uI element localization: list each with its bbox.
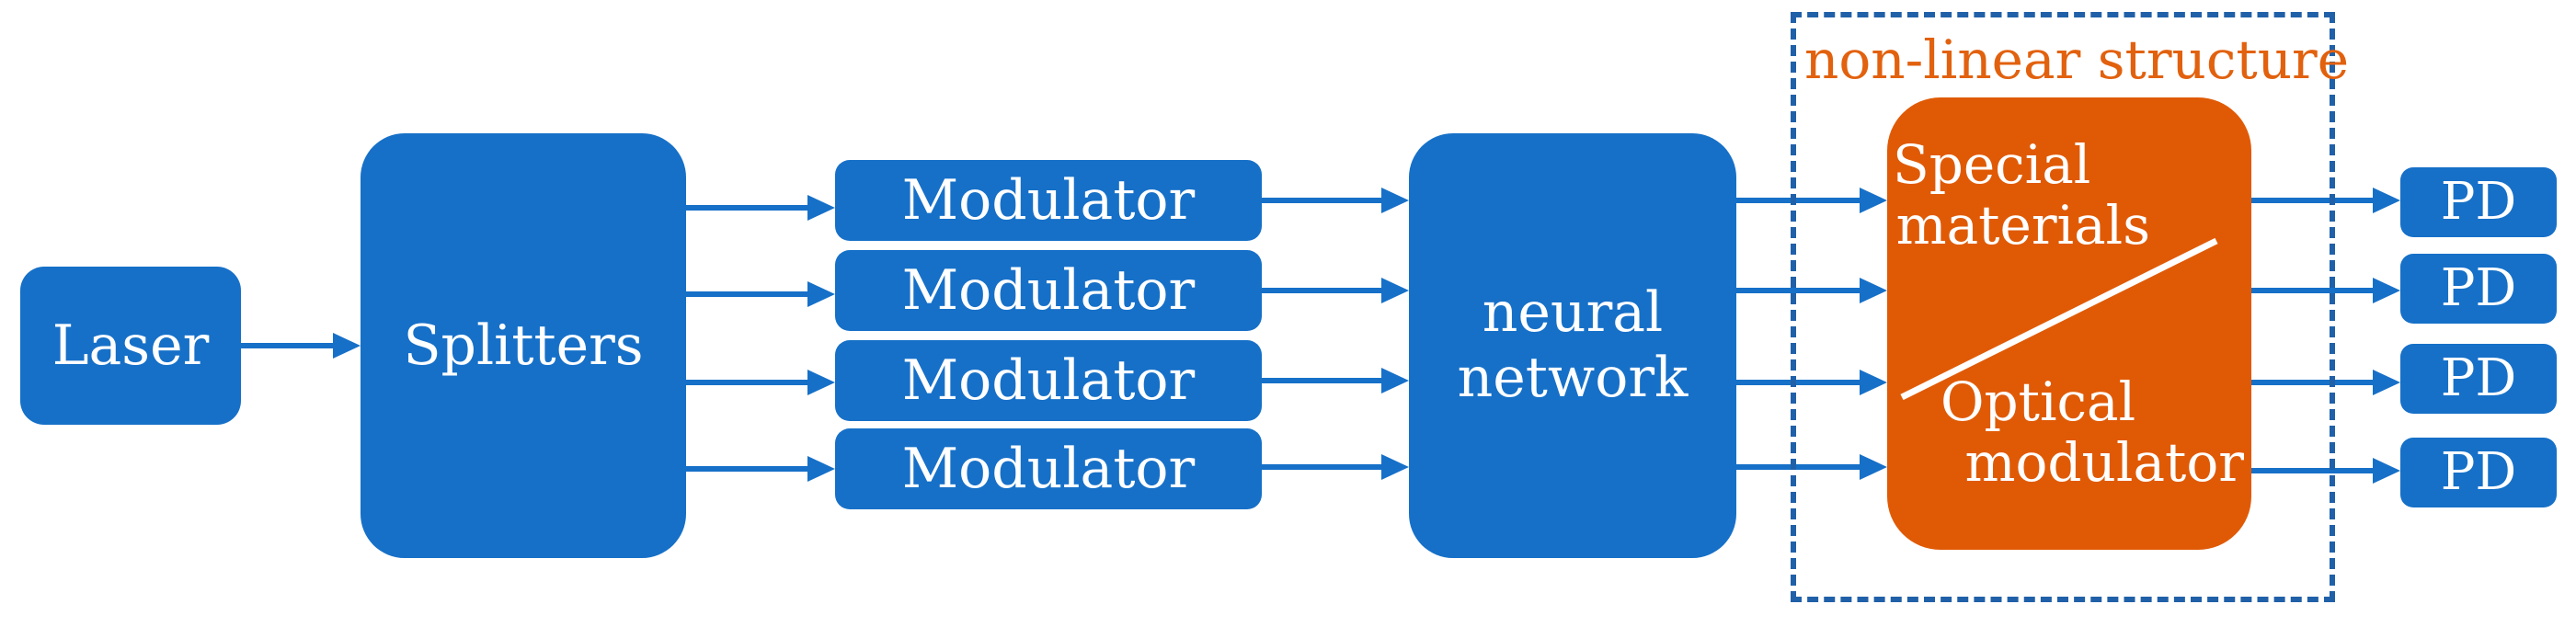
- splitters-label: Splitters: [403, 313, 644, 378]
- modulator-box-4: Modulator: [835, 428, 1262, 509]
- modulator-label: Modulator: [901, 348, 1196, 413]
- laser-box: Laser: [20, 267, 241, 425]
- modulator-label: Modulator: [901, 257, 1196, 323]
- nonlinear-structure-frame: [1791, 12, 2335, 602]
- modulator-box-3: Modulator: [835, 340, 1262, 421]
- pd-label: PD: [2440, 348, 2517, 409]
- pd-label: PD: [2440, 258, 2517, 319]
- optical-line1: Optical: [1941, 370, 2136, 433]
- modulator-label: Modulator: [901, 436, 1196, 501]
- neural-label-line2: network: [1457, 346, 1689, 410]
- pd-box-4: PD: [2400, 438, 2557, 507]
- splitters-box: Splitters: [361, 133, 686, 558]
- modulator-box-1: Modulator: [835, 160, 1262, 241]
- modulator-box-2: Modulator: [835, 250, 1262, 331]
- optical-modulator-label: Optical modulator: [1941, 371, 2244, 493]
- pd-label: PD: [2440, 442, 2517, 503]
- special-line1: Special: [1893, 133, 2091, 196]
- nonlinear-box: [1887, 97, 2251, 550]
- pd-label: PD: [2440, 172, 2517, 233]
- neural-network-box: neural network: [1409, 133, 1736, 558]
- optical-line2: modulator: [1964, 431, 2244, 495]
- nonlinear-structure-title: non-linear structure: [1804, 28, 2350, 91]
- special-materials-label: Special materials: [1893, 134, 2150, 256]
- special-line2: materials: [1895, 194, 2150, 257]
- pd-box-3: PD: [2400, 344, 2557, 414]
- laser-label: Laser: [52, 313, 210, 378]
- pd-box-1: PD: [2400, 167, 2557, 237]
- neural-label-line1: neural: [1482, 280, 1664, 346]
- modulator-label: Modulator: [901, 167, 1196, 233]
- pd-box-2: PD: [2400, 254, 2557, 324]
